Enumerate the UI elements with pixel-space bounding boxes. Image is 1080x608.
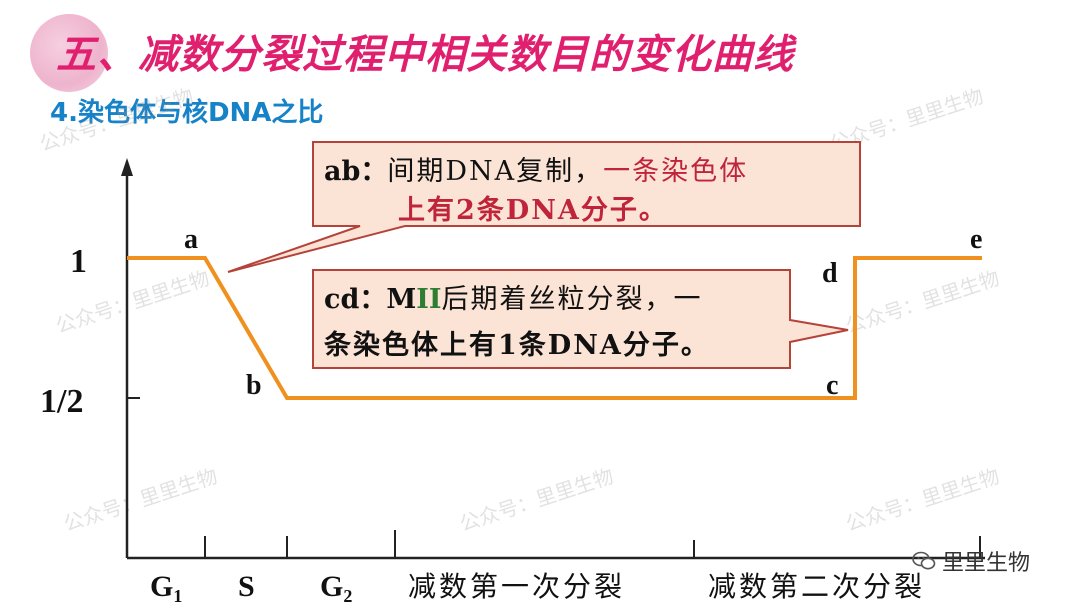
phase-label-meiosis-2: 减数第二次分裂 — [708, 571, 925, 603]
title-decoration-circle — [30, 14, 108, 92]
point-label-b: b — [246, 370, 262, 401]
page-title: 五、减数分裂过程中相关数目的变化曲线 — [56, 32, 794, 78]
callout-ab-box — [227, 141, 861, 273]
callout-ab-line2: 上有2条DNA分子。 — [398, 195, 668, 226]
callout-cd-line2: 条染色体上有1条DNA分子。 — [324, 329, 710, 361]
point-label-a: a — [184, 224, 198, 255]
point-label-e: e — [970, 224, 982, 255]
callout-cd-line1: cd：MII后期着丝粒分裂，一 — [324, 284, 702, 315]
point-label-d: d — [822, 258, 838, 289]
wechat-icon — [912, 551, 936, 570]
brand-name: 里里生物 — [942, 551, 1031, 576]
y-axis-arrow — [121, 158, 133, 176]
y-tick-label: 1 — [70, 243, 87, 280]
ratio-curve — [127, 256, 982, 400]
callout-ab-line1: ab：间期DNA复制，一条染色体 — [324, 156, 748, 187]
phase-label-meiosis-1: 减数第一次分裂 — [408, 571, 625, 603]
callout-cd-box — [312, 269, 849, 369]
phase-label-s: S — [238, 570, 255, 603]
point-label-c: c — [826, 370, 838, 401]
phase-label-g2: G2 — [320, 570, 352, 606]
phase-label-g1: G1 — [150, 570, 182, 606]
section-subtitle: 4.染色体与核DNA之比 — [50, 98, 324, 128]
brand-watermark: 里里生物 — [912, 545, 1030, 577]
y-tick-label: 1/2 — [40, 383, 83, 420]
